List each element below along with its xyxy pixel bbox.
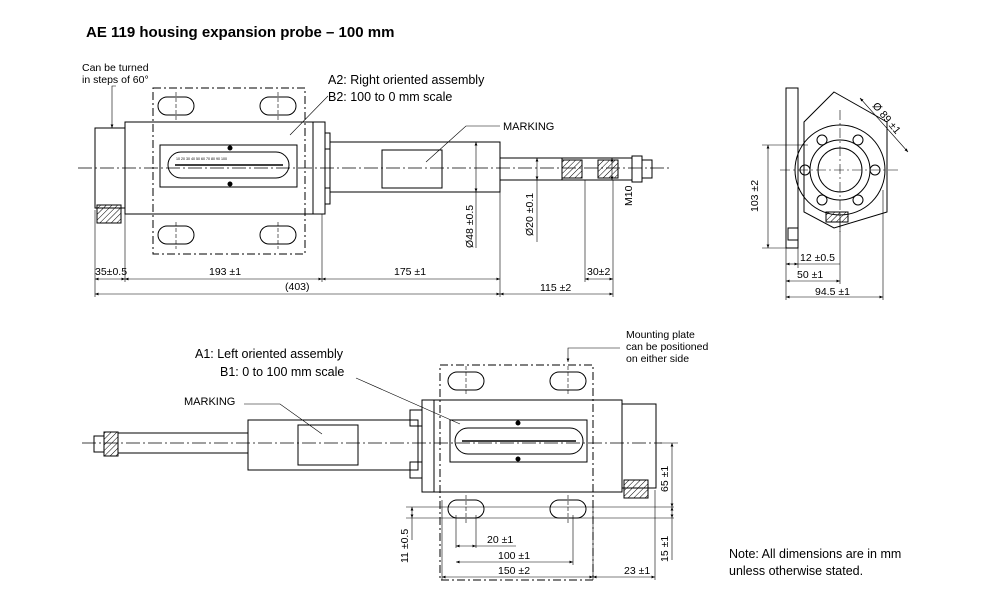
dim-b20: 20 ±1 <box>487 534 513 546</box>
turn-note-line2: in steps of 60° <box>82 74 149 86</box>
dim-d89: Ø 89 ±1 <box>870 100 903 136</box>
mounting-note-line1: Mounting plate <box>626 329 695 341</box>
top-screw-1 <box>324 132 331 150</box>
dim-50: 50 ±1 <box>797 269 823 281</box>
dim-11: 11 ±0.5 <box>399 529 411 563</box>
bottom-marking-label: MARKING <box>184 396 235 408</box>
top-scale-slot <box>167 151 290 179</box>
dim-115: 115 ±2 <box>540 282 571 294</box>
mounting-note-line2: can be positioned <box>626 341 708 353</box>
dim-b15: 15 ±1 <box>659 536 671 562</box>
dimensions-note: Note: All dimensions are in mm unless ot… <box>729 546 901 580</box>
dim-103: 103 ±2 <box>749 180 761 212</box>
assembly-a2-label: A2: Right oriented assembly <box>328 73 485 87</box>
mounting-note-line3: on either side <box>626 353 689 365</box>
top-cable-gland <box>96 204 122 224</box>
assembly-a1-label: A1: Left oriented assembly <box>195 347 344 361</box>
bottom-cable-gland <box>623 479 649 499</box>
side-view <box>762 87 909 300</box>
bottom-flange <box>421 399 435 493</box>
scale-b1-label: B1: 0 to 100 mm scale <box>220 365 344 379</box>
bottom-mounting-plate-outline <box>439 364 594 581</box>
dim-d20: Ø20 ±0.1 <box>524 193 536 236</box>
top-marking-label: MARKING <box>503 121 554 133</box>
side-bolt-1 <box>816 134 828 146</box>
top-marking-box <box>381 149 443 189</box>
dim-b100: 100 ±1 <box>498 550 530 562</box>
bottom-marking-box <box>297 424 359 466</box>
side-bolt-5 <box>816 194 828 206</box>
top-flange <box>312 121 326 215</box>
note-line2: unless otherwise stated. <box>729 564 864 578</box>
bottom-tube <box>247 419 419 471</box>
dim-193: 193 ±1 <box>209 266 241 278</box>
top-scale-ticks: 10 20 30 40 50 60 70 80 90 100 <box>176 157 227 161</box>
top-slot-2 <box>259 96 297 116</box>
top-nut <box>631 155 643 183</box>
dim-94: 94.5 ±1 <box>815 286 850 298</box>
side-mounting-plate <box>785 87 799 249</box>
dim-35: 35±0.5 <box>95 266 127 278</box>
dim-m10: M10 <box>623 185 635 206</box>
dim-12: 12 ±0.5 <box>800 252 835 264</box>
bottom-view <box>82 347 678 581</box>
bottom-nut <box>103 431 119 457</box>
side-bolt-6 <box>852 194 864 206</box>
turn-note-line1: Can be turned <box>82 62 149 74</box>
dim-403: (403) <box>285 281 310 293</box>
top-mounting-plate-outline <box>152 87 306 255</box>
bottom-rod-end <box>93 435 105 453</box>
bottom-screw-1 <box>409 409 423 427</box>
dim-b23: 23 ±1 <box>624 565 650 577</box>
dim-175: 175 ±1 <box>394 266 426 278</box>
scale-b2-label: B2: 100 to 0 mm scale <box>328 90 452 104</box>
note-line1: Note: All dimensions are in mm <box>729 547 902 561</box>
bottom-main-housing <box>421 399 623 493</box>
bottom-scale-slot <box>454 427 584 455</box>
dim-b150: 150 ±2 <box>498 565 530 577</box>
side-gland <box>825 211 849 223</box>
page-title: AE 119 housing expansion probe – 100 mm <box>86 24 395 41</box>
top-scale-window <box>159 144 298 188</box>
top-view <box>78 85 672 297</box>
dim-d48: Ø48 ±0.5 <box>464 205 476 248</box>
dim-b65: 65 ±1 <box>659 466 671 492</box>
top-end <box>641 159 653 179</box>
top-screw-2 <box>324 187 331 205</box>
dim-30: 30±2 <box>587 266 610 278</box>
top-slot-1 <box>157 96 195 116</box>
side-bolt-2 <box>852 134 864 146</box>
top-rod <box>499 157 563 181</box>
bottom-scale-window <box>449 419 588 463</box>
bottom-right-cap <box>621 403 657 489</box>
side-foot <box>787 227 799 241</box>
